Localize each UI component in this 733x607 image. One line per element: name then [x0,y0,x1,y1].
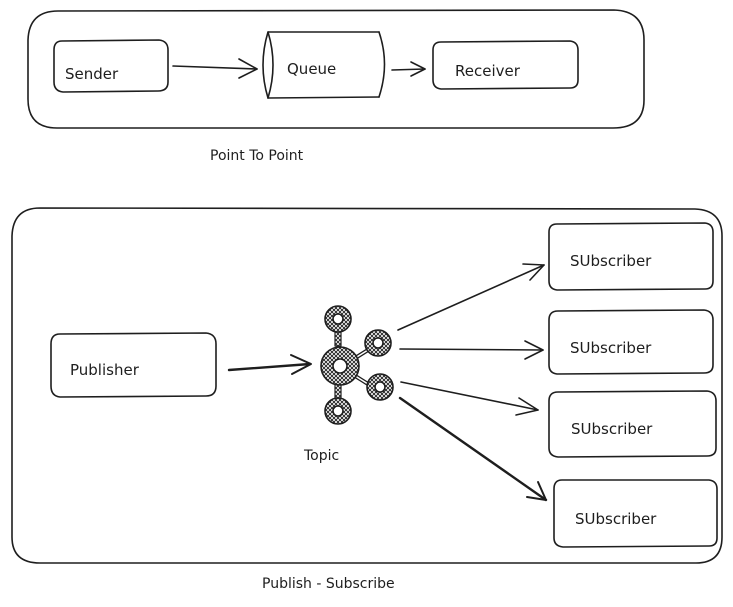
topic-link-bottom [334,383,342,399]
publisher-to-topic-arrow [227,362,312,372]
queue-label: Queue [287,60,336,78]
topic-link-top [334,331,342,347]
subscriber-node-2: SUbscriber [548,309,714,375]
topic-to-subscriber-4-arrowhead [526,481,547,501]
topic-node-center-hole [332,358,348,374]
topic-node-lower-right-hole [374,381,386,393]
topic-to-subscriber-1-arrowhead [522,263,545,281]
topic-to-subscriber-3-arrowhead [515,397,539,416]
queue-node: Queue [262,31,386,99]
sender-box [53,39,169,93]
queue-to-receiver-arrowhead [410,61,426,77]
kafka-topic-icon [320,305,394,425]
subscriber-label-3: SUbscriber [571,420,653,438]
queue-cylinder-body [267,31,380,99]
receiver-node: Receiver [432,40,579,90]
publisher-label: Publisher [70,361,140,379]
topic-to-subscriber-2-arrowhead [524,340,544,360]
subscriber-label-2: SUbscriber [570,339,652,357]
subscriber-box-4 [553,479,718,548]
sender-node: Sender [53,39,169,93]
publish-subscribe-group: Publisher Topic [11,207,723,564]
point-to-point-frame [27,9,645,129]
topic-to-subscriber-2-arrow [399,348,544,351]
subscriber-box-3 [548,390,717,458]
point-to-point-group: Sender Queue Receiver [27,9,645,129]
subscriber-node-3: SUbscriber [548,390,717,458]
topic-node-bottom-hole [332,405,344,417]
receiver-label: Receiver [455,62,521,80]
topic-to-subscriber-4-arrow [398,396,548,502]
point-to-point-caption: Point To Point [210,148,304,164]
publish-subscribe-caption: Publish - Subscribe [262,576,395,592]
sender-to-queue-arrowhead [238,58,258,79]
subscriber-label-1: SUbscriber [570,252,652,270]
queue-cylinder-right-cap [378,31,386,98]
topic-node-upper-right-hole [372,337,384,349]
topic-label: Topic [303,448,339,464]
topic-node-top-hole [332,313,344,325]
sender-to-queue-arrow [172,65,258,70]
publisher-node: Publisher [50,332,217,398]
publish-subscribe-frame [11,207,723,564]
subscriber-node-1: SUbscriber [548,222,714,291]
publisher-box [50,332,217,398]
topic-to-subscriber-3-arrow [400,381,539,411]
subscriber-box-1 [548,222,714,291]
topic-to-subscriber-1-arrow [397,264,545,331]
subscriber-node-4: SUbscriber [553,479,718,548]
queue-cylinder-left-cap [262,31,274,99]
sender-label: Sender [65,65,119,83]
subscriber-box-2 [548,309,714,375]
publisher-to-topic-arrowhead [290,354,312,375]
receiver-box [432,40,579,90]
subscriber-label-4: SUbscriber [575,510,657,528]
queue-to-receiver-arrow [391,68,426,71]
